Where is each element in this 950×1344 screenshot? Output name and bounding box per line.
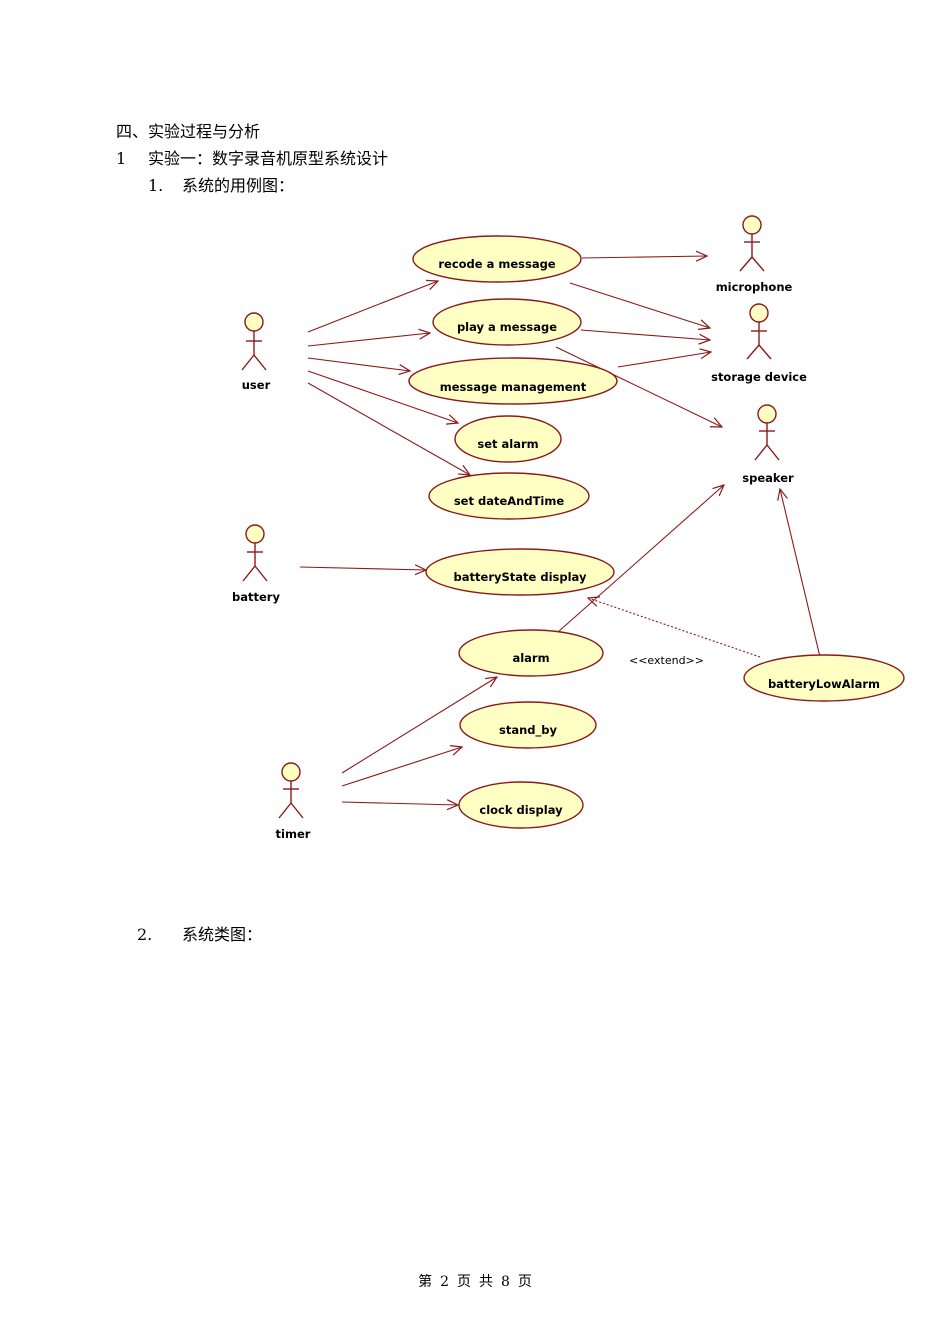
assoc-user-recode <box>307 281 438 333</box>
actor-speaker-figure <box>754 404 780 461</box>
subsection-1-title: 系统的用例图： <box>182 176 295 195</box>
usecase-stand-by-label: stand_by <box>499 723 558 738</box>
experiment-line: 1 实验一：数字录音机原型系统设计 <box>116 145 388 169</box>
usecase-stand-by <box>459 701 597 749</box>
assoc-user-management <box>307 357 410 371</box>
footer-mid: 页 <box>457 1274 471 1290</box>
footer-page-number: 2 <box>440 1274 449 1290</box>
actor-microphone-label: microphone <box>716 280 793 294</box>
use-case-diagram: <<extend>> recode a message play a messa… <box>232 215 905 841</box>
actor-battery-label: battery <box>232 590 280 604</box>
assoc-timer-clock <box>341 802 458 805</box>
footer-suffix: 页 <box>517 1274 532 1290</box>
usecase-message-management-label: message management <box>440 380 587 394</box>
actor-battery-figure <box>242 524 268 582</box>
actor-user-label: user <box>242 378 271 392</box>
assoc-recode-microphone <box>581 256 707 258</box>
subsection-2-title: 系统类图： <box>182 925 263 944</box>
usecase-battery-low-alarm <box>743 654 905 702</box>
actor-timer-label: timer <box>276 827 311 841</box>
section-heading: 四、实验过程与分析 <box>116 122 261 141</box>
assoc-user-setalarm <box>307 370 458 423</box>
usecase-clock-display <box>458 781 584 829</box>
experiment-title: 实验一：数字录音机原型系统设计 <box>148 149 389 168</box>
subsection-1: 1. 系统的用例图： <box>148 172 294 196</box>
assoc-timer-standby <box>341 747 462 787</box>
assoc-lowalarm-speaker <box>780 489 821 658</box>
subsection-1-number: 1. <box>148 176 164 195</box>
footer-total-pages: 8 <box>501 1274 510 1290</box>
subsection-2: 2. 系统类图： <box>137 921 262 945</box>
usecase-set-date-time-label: set dateAndTime <box>454 494 565 508</box>
extend-stereotype-label: <<extend>> <box>629 654 704 667</box>
assoc-play-speaker <box>555 346 722 427</box>
usecase-play-message-label: play a message <box>457 320 557 334</box>
usecase-set-alarm <box>454 415 562 463</box>
subsection-2-number: 2. <box>137 925 153 944</box>
assoc-play-storage <box>580 329 710 340</box>
actor-storage-device-label: storage device <box>711 370 807 384</box>
assoc-alarm-speaker <box>557 485 724 633</box>
usecase-message-management <box>408 357 618 405</box>
usecase-play-message <box>432 298 582 346</box>
actor-user-figure <box>241 312 267 371</box>
experiment-number: 1 <box>116 149 127 168</box>
actor-storage-device-figure <box>746 303 772 360</box>
actor-timer-figure <box>278 762 304 819</box>
assoc-user-play <box>307 333 430 347</box>
footer-prefix: 第 <box>418 1274 433 1290</box>
usecase-battery-state-display-label: batteryState display <box>454 570 587 584</box>
usecase-alarm <box>458 629 604 677</box>
assoc-battery-display <box>299 567 426 570</box>
assoc-management-storage <box>617 352 711 368</box>
actor-speaker-label: speaker <box>742 471 794 485</box>
usecase-battery-low-alarm-label: batteryLowAlarm <box>768 677 880 691</box>
actor-microphone-figure <box>739 215 765 272</box>
assoc-timer-alarm <box>341 677 497 774</box>
usecase-clock-display-label: clock display <box>479 803 563 817</box>
usecase-recode-message-label: recode a message <box>438 257 555 271</box>
usecase-set-date-time <box>428 472 590 520</box>
assoc-user-setdate <box>307 382 470 475</box>
usecase-battery-state-display <box>425 548 615 596</box>
usecase-set-alarm-label: set alarm <box>477 437 538 451</box>
footer-mid2: 共 <box>479 1274 493 1290</box>
usecase-recode-message <box>412 235 582 283</box>
extend-lowalarm-display <box>588 598 761 658</box>
assoc-recode-storage <box>569 282 710 328</box>
usecase-alarm-label: alarm <box>512 651 549 665</box>
